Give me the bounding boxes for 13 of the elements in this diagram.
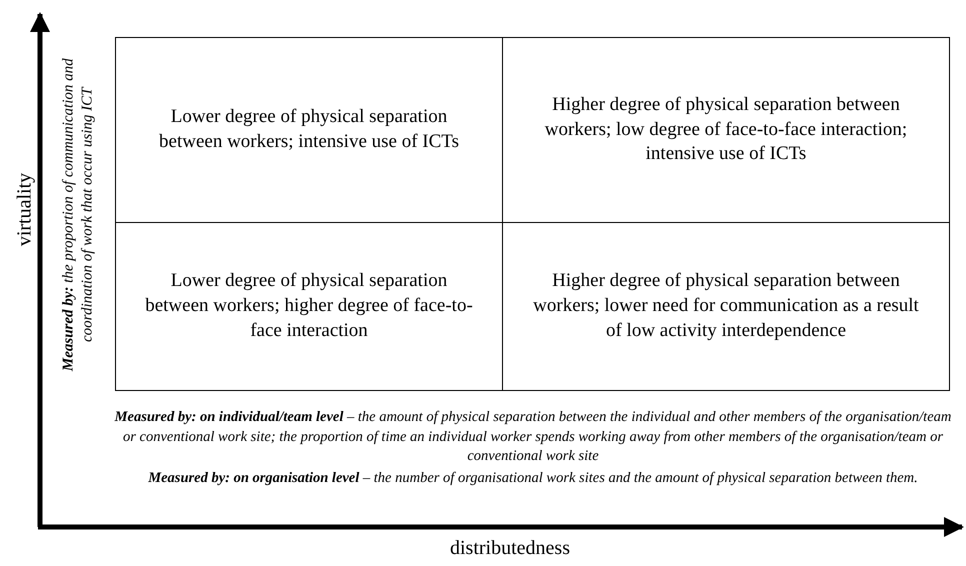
- axis-description: Measured by: the proportion of communication and coordination of work that occur using ICT: [59, 57, 96, 374]
- cell-text: Lower degree of physical separation between workers; intensive use of ICTs: [158, 105, 460, 154]
- cell-text: Lower degree of physical separation between workers; higher degree of face-to-face interaction: [145, 269, 473, 343]
- quadrant-cell: [502, 37, 950, 223]
- quadrant-cell: [115, 222, 503, 391]
- cell-text: Higher degree of physical separation between workers; low degree of face-to-face interaction; intensive use of ICTs: [544, 92, 908, 166]
- axis-label: virtuality: [14, 172, 36, 248]
- axis-label: distributedness: [449, 537, 571, 560]
- axis-description: Measured by: on organisation level – the number of organisational work sites and the amount of physical separation between them.: [147, 469, 919, 488]
- quadrant-cell: [502, 222, 950, 391]
- axis-description: Measured by: on individual/team level – the amount of physical separation between the individual and other members of the organisation/team or conventional work site; the proportion of time an individual worker spends working away from other members of the organisation/team or conventional work site: [114, 408, 952, 466]
- quadrant-cell: [115, 37, 503, 223]
- cell-text: Higher degree of physical separation between workers; lower need for communication as a result of low activity interdependence: [532, 269, 920, 343]
